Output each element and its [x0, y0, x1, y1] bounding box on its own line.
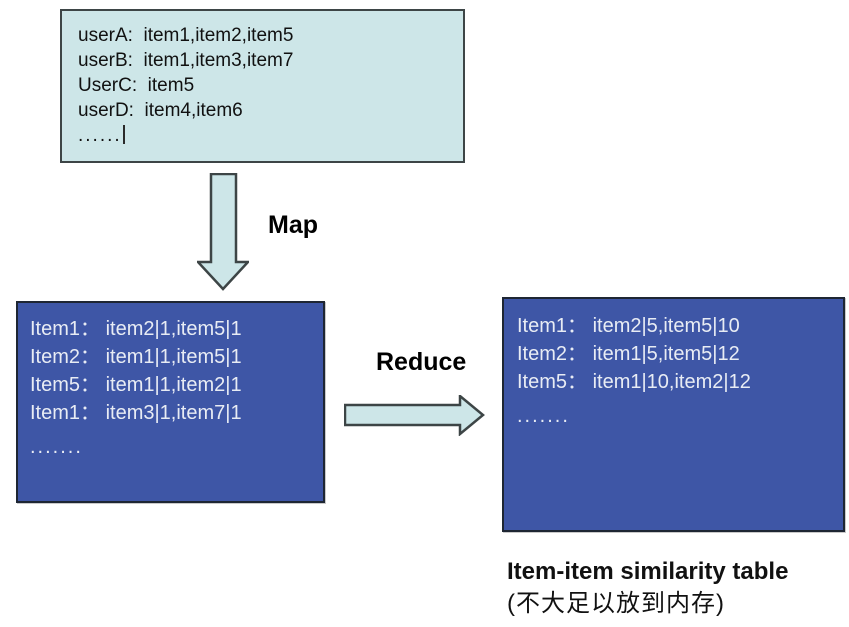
ellipsis: ......	[78, 125, 122, 146]
user-items-line: userA: item1,item2,item5	[78, 25, 294, 46]
reduce-output-line: Item2： item1|5,item5|12	[517, 343, 740, 365]
map-output-line: Item1： item3|1,item7|1	[30, 402, 242, 424]
ellipsis: .......	[517, 405, 570, 427]
user-items-line: userB: item1,item3,item7	[78, 50, 294, 71]
user-items-box: userA: item1,item2,item5 userB: item1,it…	[60, 9, 465, 163]
user-items-line: UserC: item5	[78, 75, 195, 96]
user-items-line: userD: item4,item6	[78, 100, 243, 121]
text-cursor	[122, 125, 125, 144]
ellipsis-line: ......	[78, 123, 453, 148]
map-output-box: Item1： item2|1,item5|1 Item2： item1|1,it…	[16, 301, 325, 503]
map-output-line: Item1： item2|1,item5|1	[30, 318, 242, 340]
reduce-output-box: Item1： item2|5,item5|10 Item2： item1|5,i…	[502, 297, 845, 532]
caption-title: Item-item similarity table	[507, 558, 789, 585]
reduce-right-arrow-icon	[344, 395, 485, 436]
map-label: Map	[268, 211, 318, 239]
caption-subtitle: (不大足以放到内存)	[507, 590, 725, 617]
map-output-line: Item5： item1|1,item2|1	[30, 374, 242, 396]
reduce-output-line: Item1： item2|5,item5|10	[517, 315, 740, 337]
reduce-label: Reduce	[376, 348, 467, 376]
reduce-output-line: Item5： item1|10,item2|12	[517, 371, 751, 393]
map-output-line: Item2： item1|1,item5|1	[30, 346, 242, 368]
caption: Item-item similarity table (不大足以放到内存)	[507, 556, 788, 620]
map-down-arrow-icon	[197, 173, 249, 291]
ellipsis: .......	[30, 436, 83, 458]
